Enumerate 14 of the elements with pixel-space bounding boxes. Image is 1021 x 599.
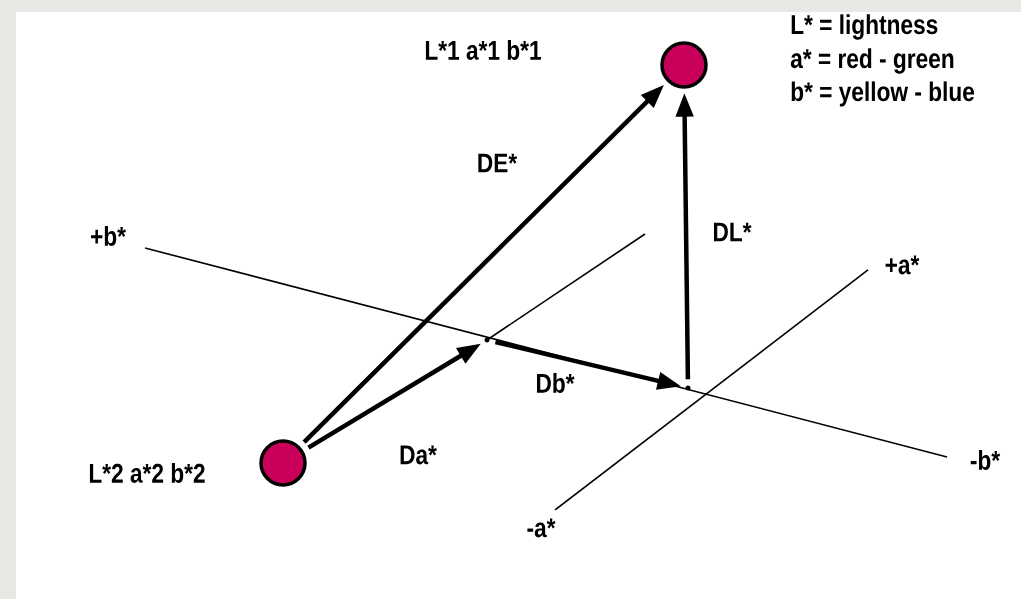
legend-text: L* = lightness <box>791 14 938 40</box>
axis-label: -a* <box>527 518 556 538</box>
legend-text: a* = red - green <box>790 48 954 74</box>
coordinate-label: L*2 a*2 b*2 <box>89 463 205 483</box>
legend-text: b* = yellow - blue <box>791 81 975 107</box>
axis-label: -b* <box>970 450 1001 470</box>
edge-label: DL* <box>711 221 753 243</box>
edge-label: Da* <box>398 444 438 466</box>
edge-label: Db* <box>534 372 576 394</box>
axis-point <box>685 385 691 391</box>
axis-label: +a* <box>885 255 920 275</box>
coordinate-label: L*1 a*1 b*1 <box>425 40 541 60</box>
axis-point <box>484 337 490 343</box>
axis-label: +b* <box>91 226 126 246</box>
